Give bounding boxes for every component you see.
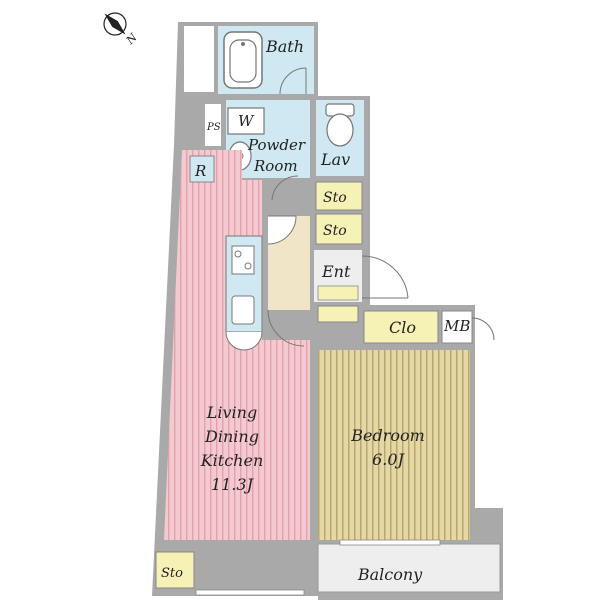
label-r: R [194, 162, 206, 180]
meter-box [441, 310, 495, 344]
label-ps: PS [206, 122, 221, 133]
label-mb: MB [443, 317, 470, 335]
label-ldk-3: Kitchen [200, 451, 264, 470]
utility-shaft-upper [184, 26, 214, 92]
compass-north-label: N [123, 31, 140, 48]
closet [363, 310, 439, 344]
compass [103, 12, 127, 36]
label-clo: Clo [389, 318, 416, 337]
label-bath: Bath [265, 37, 304, 56]
storage-lower [315, 213, 363, 245]
balcony [317, 539, 501, 593]
label-w: W [238, 112, 255, 130]
pipe-space [205, 104, 221, 146]
hallway [267, 215, 310, 310]
label-sto-lower: Sto [323, 223, 347, 239]
label-lav: Lav [320, 150, 350, 169]
label-ldk-2: Dining [204, 427, 259, 446]
label-powder-2: Room [253, 157, 298, 175]
label-bedroom: Bedroom [350, 426, 425, 445]
label-sto-upper: Sto [323, 190, 347, 206]
corner-storage [155, 551, 195, 589]
compass-needle-icon [104, 13, 126, 35]
entrance [314, 250, 409, 302]
bedroom [318, 350, 470, 540]
label-ldk-1: Living [206, 403, 257, 422]
label-balcony: Balcony [357, 565, 423, 584]
lavatory [316, 100, 364, 176]
label-sto-corner: Sto [161, 566, 183, 581]
bath-room [218, 26, 314, 95]
ldk-window [195, 589, 305, 596]
shoe-storage [317, 305, 359, 323]
label-powder-1: Powder [247, 136, 306, 154]
label-ldk-size: 11.3J [211, 475, 255, 494]
living-dining-kitchen [164, 150, 310, 540]
label-bedroom-size: 6.0J [372, 450, 405, 469]
storage-upper [315, 181, 363, 211]
label-ent: Ent [321, 262, 351, 281]
